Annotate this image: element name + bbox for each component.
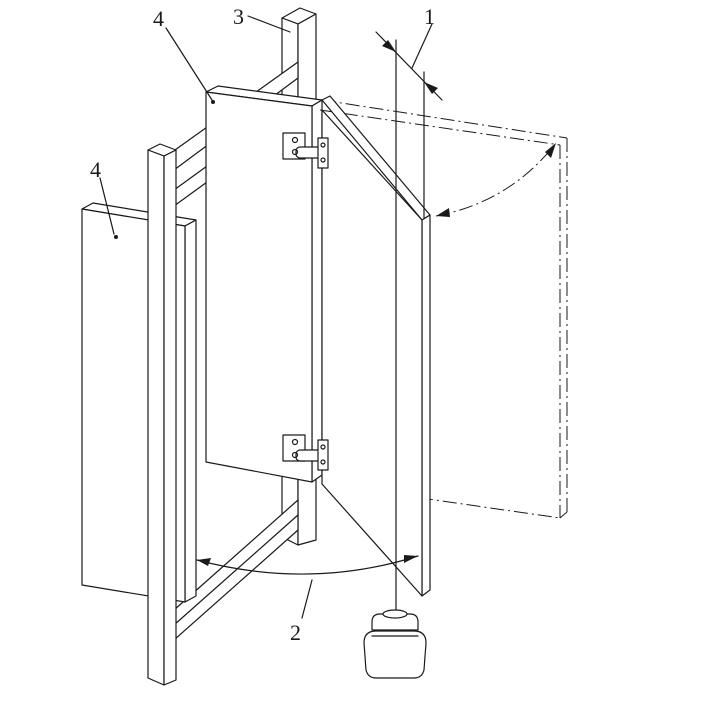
callout-4b-leader bbox=[99, 177, 115, 235]
lower-angle-arc bbox=[196, 555, 419, 575]
front-post bbox=[147, 143, 177, 686]
hinge-lower bbox=[282, 434, 329, 471]
door-original-position bbox=[319, 99, 568, 519]
upper-angle-arc bbox=[435, 142, 557, 217]
inner-panel bbox=[205, 85, 323, 483]
callout-4a-label: 4 bbox=[153, 6, 164, 31]
swing-door bbox=[321, 95, 431, 597]
callout-1-leader bbox=[375, 23, 443, 101]
callout-2-label: 2 bbox=[290, 620, 301, 645]
weight bbox=[363, 609, 427, 679]
panel-mark-dot bbox=[114, 235, 118, 239]
callout-3-label: 3 bbox=[233, 4, 244, 29]
callout-4a-leader bbox=[165, 27, 213, 101]
hinge-upper bbox=[282, 132, 329, 169]
callout-3-leader bbox=[247, 15, 291, 33]
outer-panel bbox=[81, 202, 197, 603]
callout-4b-label: 4 bbox=[90, 157, 101, 182]
callout-1-label: 1 bbox=[424, 4, 435, 29]
plumb-line bbox=[395, 39, 425, 613]
panel-mark-dot bbox=[211, 100, 215, 104]
callout-2-leader bbox=[301, 579, 313, 619]
